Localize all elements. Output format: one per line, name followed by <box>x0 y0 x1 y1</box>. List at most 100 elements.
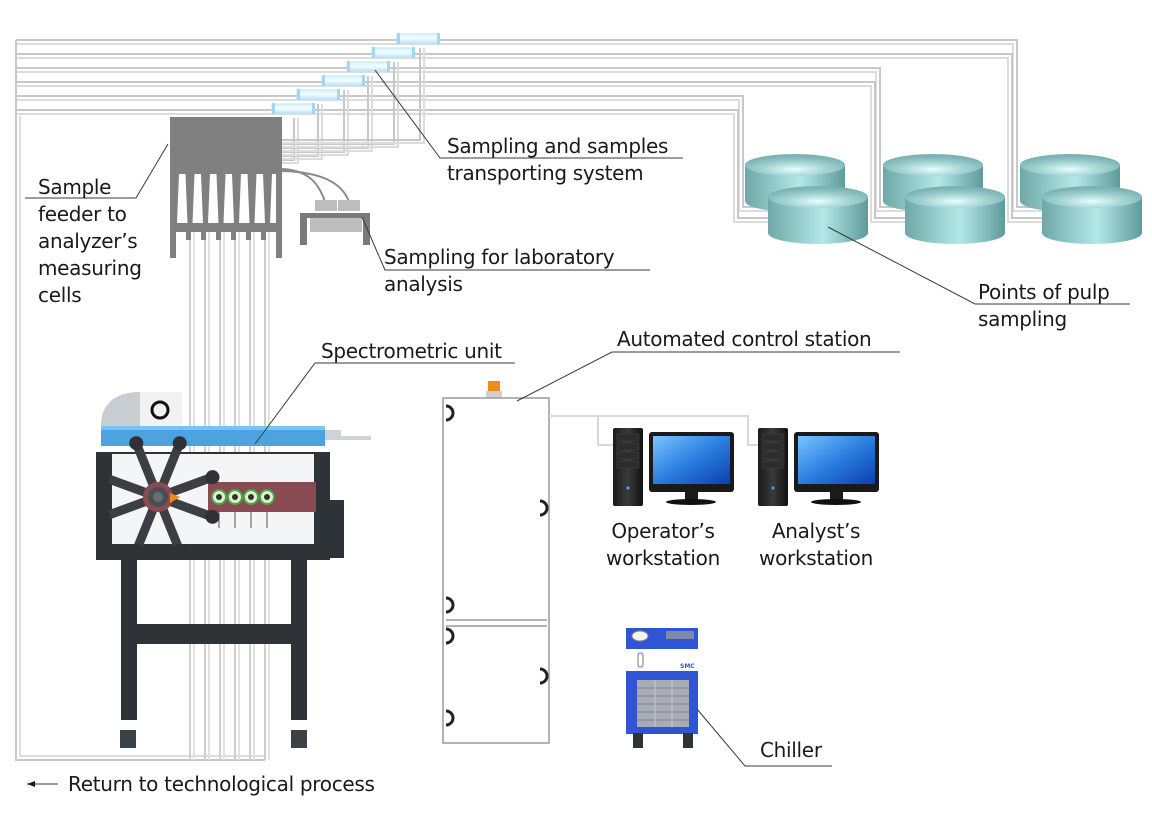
pulp-tank <box>768 186 868 244</box>
cutter-flange <box>387 61 390 72</box>
return-pipe <box>15 40 265 761</box>
cabinet-handle <box>445 709 455 727</box>
measuring-cell-core <box>216 494 222 500</box>
power-led <box>771 486 775 490</box>
feeder-side <box>276 174 282 258</box>
cutter-flange <box>312 103 315 114</box>
feeder-pipe <box>282 62 399 148</box>
tank-top <box>745 154 845 176</box>
sampling-pipes <box>15 39 1047 761</box>
feeder-tooth <box>247 174 257 223</box>
feeder-outlet <box>231 232 236 240</box>
feeder-pipe <box>282 90 349 156</box>
drive-bay <box>616 433 640 442</box>
monitor-screen <box>798 436 875 484</box>
feeder-outlet <box>201 232 206 240</box>
measuring-cell-core <box>264 494 270 500</box>
feeder-pipe <box>282 48 425 144</box>
measuring-cell-core <box>248 494 254 500</box>
analyst-workstation <box>758 428 879 506</box>
probe-head <box>129 436 144 451</box>
cutter-flange <box>347 61 350 72</box>
tank-top <box>768 186 868 208</box>
feeder-pipe <box>282 104 323 160</box>
feeder-outlet <box>261 232 266 240</box>
chiller-unit: SMC <box>626 628 698 748</box>
sample-cutter <box>396 33 440 44</box>
feeder-pipe <box>282 48 421 141</box>
tank-top <box>905 186 1005 208</box>
sample-cutter <box>346 61 390 72</box>
feeder-outlet <box>246 232 251 240</box>
sample-cutters <box>271 33 440 114</box>
cutter-flange <box>397 33 400 44</box>
monitor-neck <box>685 492 698 500</box>
label-return-to-process: Return to technological process <box>68 772 375 796</box>
feeder-tooth <box>232 174 241 223</box>
probe-head <box>172 543 187 558</box>
operator-workstation <box>613 428 734 506</box>
feeder-pipe <box>282 76 373 152</box>
pipe-line <box>16 53 1042 219</box>
feeder-tooth <box>185 174 195 223</box>
feeder-outlet <box>186 232 191 240</box>
pipe-line <box>16 109 768 219</box>
cutter-flange <box>412 47 415 58</box>
drive-bay <box>761 433 785 442</box>
tank-body <box>1042 197 1142 244</box>
measuring-cell-core <box>232 494 238 500</box>
control-station-cabinet <box>442 381 760 744</box>
cutter-flange <box>322 75 325 86</box>
spectrometric-unit <box>96 392 371 748</box>
sample-cutter <box>271 103 315 114</box>
label-chiller: Chiller <box>760 738 822 762</box>
label-sampling-transport: Sampling and samples transporting system <box>447 134 669 185</box>
cutter-flange <box>362 75 365 86</box>
feeder-side <box>170 174 176 258</box>
cutter-flange <box>297 89 300 100</box>
probe-head <box>205 509 220 524</box>
sample-cutter <box>321 75 365 86</box>
feeder-tooth <box>201 174 210 223</box>
pipe-line <box>16 81 905 219</box>
tank-top <box>1042 186 1142 208</box>
cabinet-handle <box>445 627 455 645</box>
cutter-flange <box>372 47 375 58</box>
cutter-flange <box>437 33 440 44</box>
power-led <box>626 486 630 490</box>
probe-head <box>129 543 144 558</box>
tank-top <box>883 154 983 176</box>
drive-bay <box>616 460 640 469</box>
probe-head <box>172 436 187 451</box>
sample-feeder <box>170 117 282 258</box>
tank-body <box>768 197 868 244</box>
pulp-tank <box>905 186 1005 244</box>
pipe-line <box>16 57 1042 223</box>
label-pulp-sampling-points: Points of pulp sampling <box>978 280 1110 331</box>
tank-body <box>905 197 1005 244</box>
monitor-neck <box>830 492 843 500</box>
feeder-outlet <box>216 232 221 240</box>
feeder-pipe <box>282 118 299 164</box>
cabinet-handle <box>445 404 455 422</box>
probe-head <box>205 470 220 485</box>
feeder-tooth <box>216 174 226 223</box>
label-spectrometric-unit: Spectrometric unit <box>321 339 502 363</box>
label-lab-sampling: Sampling for laboratory analysis <box>384 245 615 296</box>
label-control-station: Automated control station <box>617 327 872 351</box>
probe-head <box>96 509 111 524</box>
drive-bay <box>761 442 785 451</box>
pulp-tank <box>1042 186 1142 244</box>
lab-sampling-unit <box>281 168 370 245</box>
leader-lines <box>25 69 1130 787</box>
sample-cutter <box>296 89 340 100</box>
drive-bay <box>616 451 640 460</box>
chiller-brand: SMC <box>680 663 695 670</box>
monitor-base <box>666 499 716 505</box>
cabinet-handle <box>445 596 455 614</box>
probe-head <box>96 470 111 485</box>
drive-bay <box>761 451 785 460</box>
tank-top <box>1020 154 1120 176</box>
sample-cutter <box>371 47 415 58</box>
